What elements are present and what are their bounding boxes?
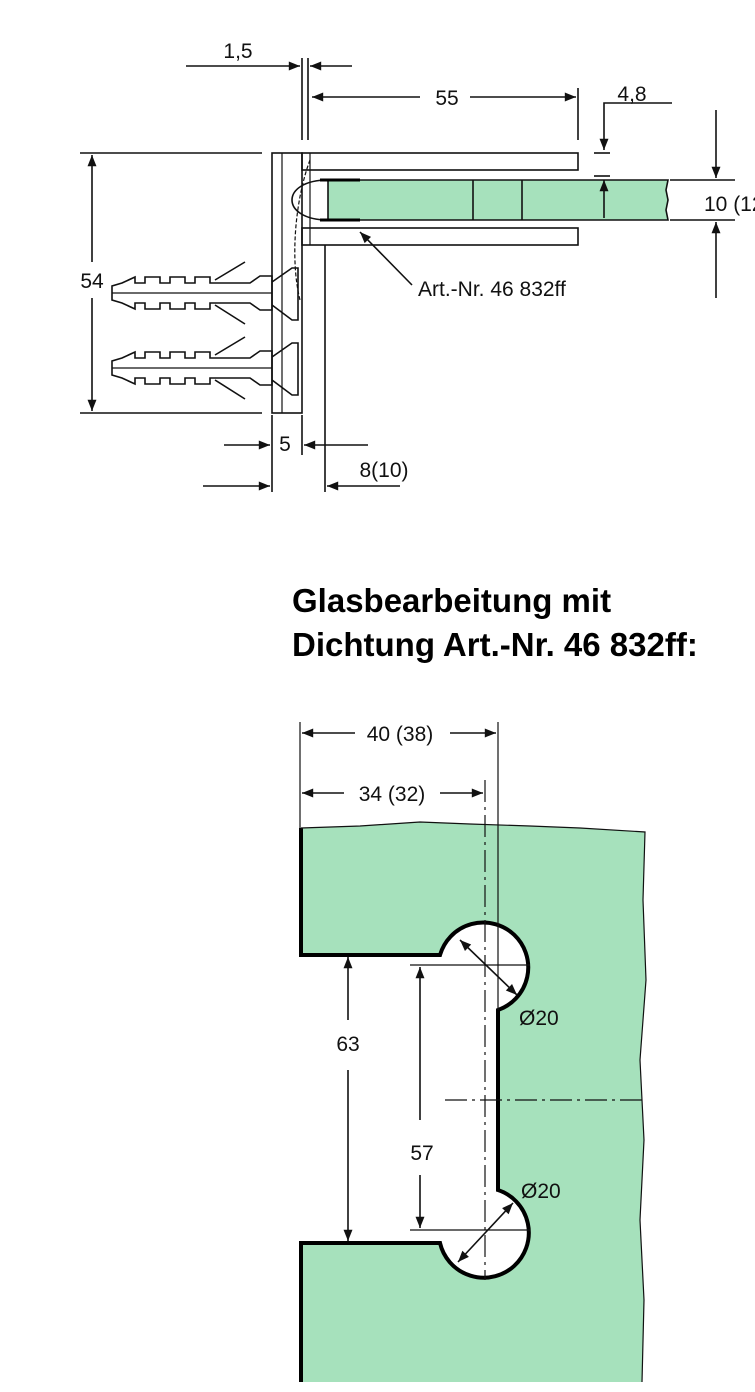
dim-height: 54 <box>80 270 104 293</box>
heading-line-1: Glasbearbeitung mit <box>292 582 611 619</box>
wall-dowel <box>111 336 299 400</box>
wall-dowel <box>111 261 299 325</box>
heading-line-2: Dichtung Art.-Nr. 46 832ff: <box>292 626 698 663</box>
glass-panel-cutout <box>301 822 646 1382</box>
glass-cutout-view: 40 (38) 34 (32) 63 57 Ø20 Ø20 <box>299 722 647 1383</box>
dim-inner: 34 (32) <box>359 783 426 806</box>
dim-plate: 5 <box>279 433 291 456</box>
gasket <box>291 179 329 221</box>
gasket-label: Art.-Nr. 46 832ff <box>418 278 566 301</box>
clamp-side-view: 1,5 55 4,8 10 (12) 54 5 8(10) Art.-Nr. 4… <box>80 40 755 492</box>
dim-clamp: 8(10) <box>359 459 408 482</box>
dim-outer: 40 (38) <box>367 723 434 746</box>
dim-length: 55 <box>435 87 458 110</box>
dim-plate-gap: 1,5 <box>223 40 252 63</box>
diameter-bottom: Ø20 <box>521 1180 561 1203</box>
glass-pane <box>327 179 669 221</box>
dim-holes: 57 <box>410 1142 433 1165</box>
dim-notch: 63 <box>336 1033 359 1056</box>
clamp-bottom-arm <box>301 227 579 246</box>
dim-offset: 4,8 <box>617 83 646 106</box>
diameter-top: Ø20 <box>519 1007 559 1030</box>
dim-glass-thickness: 10 (12) <box>704 193 755 216</box>
clamp-top-arm <box>301 152 579 171</box>
